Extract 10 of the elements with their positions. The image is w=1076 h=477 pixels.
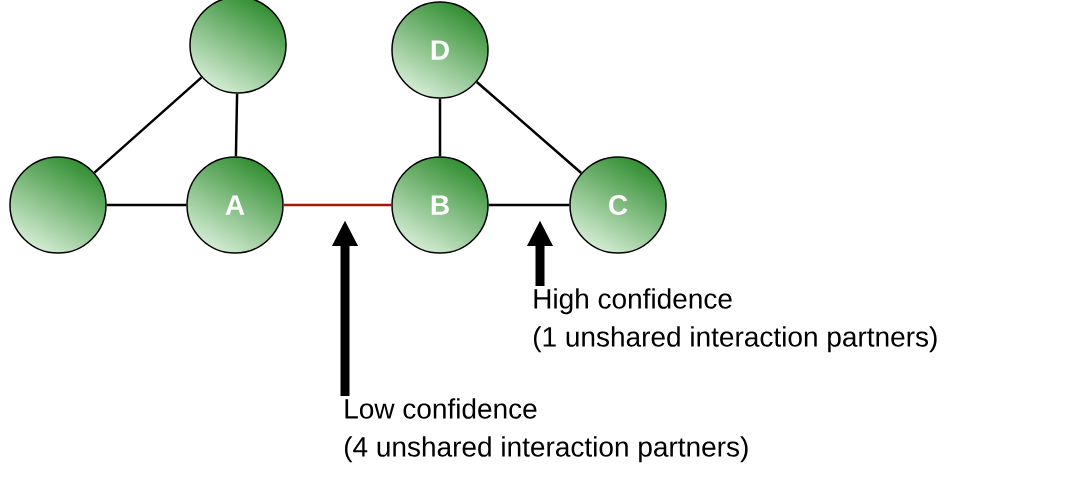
connector-line <box>488 203 570 207</box>
connector-line <box>93 76 203 174</box>
connector-line <box>283 203 392 207</box>
annotation-text: High confidence (1 unshared interaction partners) <box>533 288 937 353</box>
connector-line <box>106 203 187 207</box>
connector-line <box>438 98 442 157</box>
connector-line <box>475 81 583 174</box>
protein-circle <box>9 156 107 254</box>
annotation-text: Low confidence (4 unshared interaction partners) <box>344 398 748 463</box>
connector-line <box>234 93 239 157</box>
